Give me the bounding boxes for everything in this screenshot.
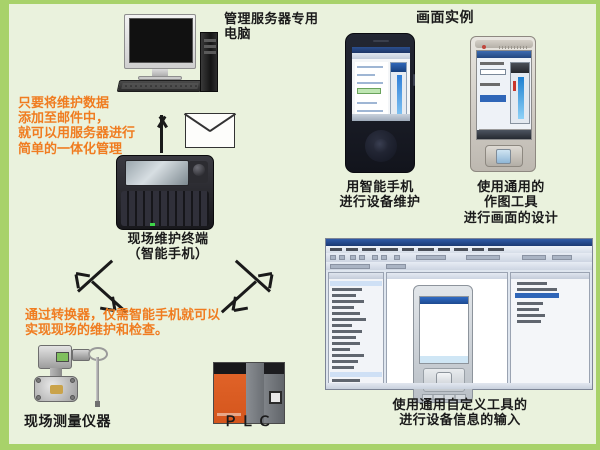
page-title: 画面实例 [416, 10, 474, 26]
flowmeter-icon [26, 345, 112, 407]
ide-caption: 使用通用自定义工具的 进行设备信息的输入 [392, 398, 528, 429]
monitor-screen [129, 18, 193, 63]
mail-note-text: 只要将维护数据 添加至邮件中， 就可以用服务器进行 简单的一体化管理 [18, 96, 136, 157]
ide-screenshot-icon [325, 238, 593, 403]
converter-note-text: 通过转换器，仅需智能手机就可以 实现现场的维护和检查。 [25, 308, 221, 339]
phone-caption: 用智能手机 进行设备维护 [339, 180, 421, 211]
monitor-base [138, 76, 182, 80]
smartphone-screenshot-icon [345, 33, 415, 173]
keyboard-icon [116, 80, 204, 92]
handheld-terminal-icon [116, 155, 214, 230]
terminal-label: 现场维护终端 （智能手机） [127, 232, 209, 263]
pc-tower-icon [200, 32, 218, 92]
pda-caption: 使用通用的 作图工具 进行画面的设计 [463, 180, 559, 226]
up-arrow-icon [152, 105, 172, 153]
monitor-bezel [124, 14, 196, 69]
envelope-icon [184, 113, 236, 148]
field-instrument-label: 现场测量仪器 [24, 414, 111, 430]
monitor-neck [152, 69, 168, 77]
server-pc-label: 管理服务器专用 电脑 [224, 12, 319, 43]
desktop-computer-icon [116, 14, 218, 94]
pda-screenshot-icon [470, 36, 536, 172]
plc-unit-icon [213, 362, 285, 424]
double-headed-arrow-icon [218, 259, 288, 322]
plc-label: ＰＬＣ [223, 414, 275, 430]
